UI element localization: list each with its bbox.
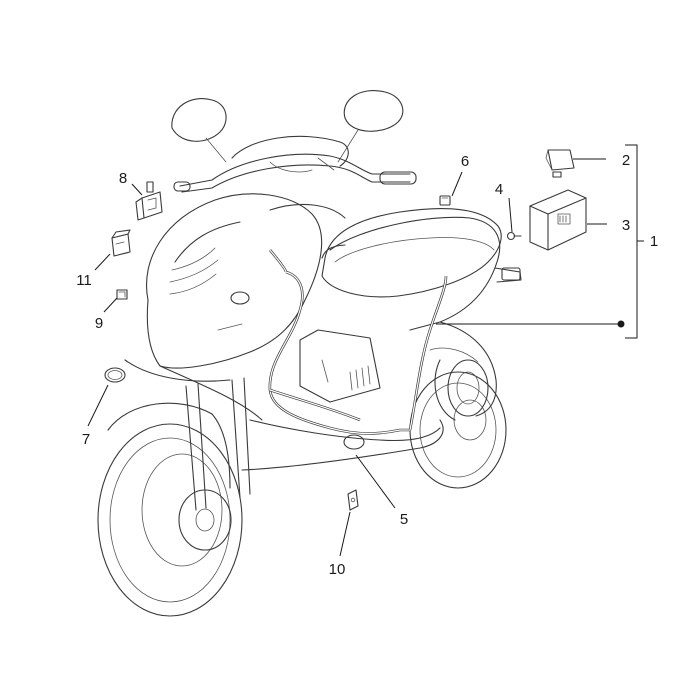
seat xyxy=(321,207,502,298)
leader-10 xyxy=(339,511,351,557)
callout-4: 4 xyxy=(495,181,503,198)
relay-with-bracket xyxy=(135,181,163,221)
callout-3: 3 xyxy=(622,217,630,234)
leader-7 xyxy=(87,384,109,427)
callout-7: 7 xyxy=(82,431,90,448)
group-bracket xyxy=(625,144,638,339)
callout-labels: 1 2 3 4 5 6 7 8 9 10 11 xyxy=(76,152,658,578)
fuse xyxy=(545,149,575,178)
leader-lines xyxy=(87,144,644,557)
clip xyxy=(439,195,451,206)
handlebar-assembly xyxy=(171,90,417,193)
callout-1: 1 xyxy=(650,233,658,250)
leader-5 xyxy=(355,454,396,509)
callout-8: 8 xyxy=(119,170,127,187)
rear-wheel xyxy=(409,371,507,489)
front-wheel xyxy=(97,377,251,617)
callout-9: 9 xyxy=(95,315,103,332)
cable-clamp-ring xyxy=(104,367,126,383)
leader-11 xyxy=(94,253,111,271)
cable-guide-clip xyxy=(347,489,359,511)
front-body xyxy=(124,193,346,421)
callout-11: 11 xyxy=(76,272,92,289)
callout-6: 6 xyxy=(461,153,469,170)
callout-10: 10 xyxy=(329,561,346,578)
leader-8 xyxy=(131,183,143,196)
leader-6 xyxy=(451,171,463,197)
relay xyxy=(111,229,131,257)
floorboard xyxy=(241,329,444,471)
callout-5: 5 xyxy=(400,511,408,528)
scooter-illustration xyxy=(97,90,522,617)
main-wiring-harness xyxy=(268,249,448,450)
leader-1-dot xyxy=(617,320,625,328)
screw xyxy=(506,231,522,241)
small-clip xyxy=(116,289,128,300)
leader-9 xyxy=(103,297,118,313)
callout-2: 2 xyxy=(622,152,630,169)
leader-4 xyxy=(508,197,513,233)
control-unit xyxy=(529,189,587,251)
rear-body xyxy=(321,216,522,421)
